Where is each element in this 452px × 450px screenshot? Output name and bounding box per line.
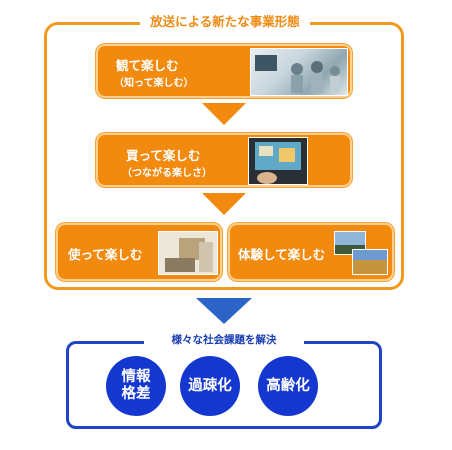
use-enjoy-box: 使って楽しむ xyxy=(56,223,222,281)
buy-enjoy-label: 買って楽しむ xyxy=(126,148,201,163)
family-watching-tv-photo xyxy=(250,48,348,96)
tv-shopping-photo xyxy=(248,137,308,185)
social-issues-title: 様々な社会課題を解決 xyxy=(144,330,304,350)
watch-enjoy-label: 観て楽しむ xyxy=(116,58,179,73)
experience-enjoy-label: 体験して楽しむ xyxy=(238,247,326,262)
watch-enjoy-sublabel: （知って楽しむ） xyxy=(114,78,194,89)
watch-enjoy-box: 観て楽しむ （知って楽しむ） xyxy=(96,44,352,98)
landscape-photo-2 xyxy=(352,249,388,275)
buy-enjoy-sublabel: （つながる楽しさ） xyxy=(122,168,212,179)
home-appliance-photo xyxy=(158,231,218,275)
depopulation-circle: 過疎化 xyxy=(180,356,240,416)
arrow-down-icon xyxy=(202,103,246,125)
aging-circle: 高齢化 xyxy=(258,356,318,416)
experience-enjoy-box: 体験して楽しむ xyxy=(228,223,394,281)
information-gap-circle: 情報 格差 xyxy=(106,356,166,416)
business-model-title: 放送による新たな事業形態 xyxy=(140,11,310,33)
arrow-down-icon xyxy=(196,298,252,324)
buy-enjoy-box: 買って楽しむ （つながる楽しさ） xyxy=(96,133,352,187)
use-enjoy-label: 使って楽しむ xyxy=(68,247,143,262)
arrow-down-icon xyxy=(202,193,246,215)
